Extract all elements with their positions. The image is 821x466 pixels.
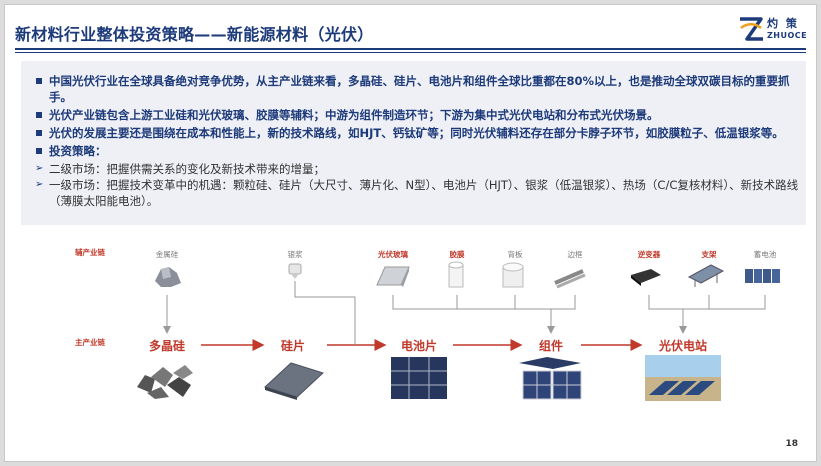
aux-item-metal-silicon: 金属硅 [155,250,179,259]
aux-item-bracket: 支架 [701,250,717,259]
bullet-item: 光伏产业链包含上游工业硅和光伏玻璃、胶膜等辅料；中游为组件制造环节；下游为集中式… [35,107,805,123]
power-station-image [645,355,721,401]
wafer-image [264,362,324,400]
bullet-item-strategy: 投资策略： [35,143,805,159]
aux-chain-label: 辅产业链 [75,248,105,257]
aux-item-frame: 边框 [567,250,583,259]
bullet-item: 中国光伏行业在全球具备绝对竞争优势，从主产业链来看，多晶硅、硅片、电池片和组件全… [35,73,805,105]
main-item-module: 组件 [538,339,563,353]
aux-item-inverter: 逆变器 [637,250,661,259]
bullet-list: 中国光伏行业在全球具备绝对竞争优势，从主产业链来看，多晶硅、硅片、电池片和组件全… [35,73,805,209]
industry-chain-diagram: 辅产业链 主产业链 金属硅 银浆 光伏玻璃 胶膜 背板 边框 逆变器 支架 蓄电… [5,237,816,417]
page-title: 新材料行业整体投资策略——新能源材料（光伏） [15,25,374,44]
sub-item-secondary-market: ➢ 二级市场：把握供需关系的变化及新技术带来的增量； [35,161,805,177]
silver-paste-image [288,263,302,279]
logo-mark-icon [740,17,763,41]
aux-item-film: 胶膜 [449,250,465,259]
aux-item-silver-paste: 银浆 [287,250,303,259]
chain-connectors [163,281,766,351]
sub-item-text: 一级市场：把握技术变革中的机遇：颗粒硅、硅片（大尺寸、薄片化、N型）、电池片（H… [49,178,799,208]
polysilicon-image [137,365,193,399]
frame-image [554,269,586,289]
slide: 新材料行业整体投资策略——新能源材料（光伏） 灼 策 ZHUOCE 中国光伏行业… [4,4,817,462]
chevron-right-icon: ➢ [35,163,44,174]
sub-item-primary-market: ➢ 一级市场：把握技术变革中的机遇：颗粒硅、硅片（大尺寸、薄片化、N型）、电池片… [35,177,805,209]
metal-silicon-image [155,267,181,287]
film-roll-image [448,261,464,288]
main-chain-label: 主产业链 [75,338,105,347]
main-item-cell: 电池片 [400,339,437,353]
aux-item-backsheet: 背板 [507,250,523,259]
main-item-power-station: 光伏电站 [658,339,707,353]
company-logo: 灼 策 ZHUOCE [737,15,811,47]
chevron-right-icon: ➢ [35,179,44,190]
sub-item-text: 二级市场：把握供需关系的变化及新技术带来的增量； [49,162,325,176]
solar-module-image [519,357,582,400]
backsheet-roll-image [502,262,524,288]
title-divider-thin [15,52,806,53]
battery-image [745,269,780,283]
pv-glass-image [376,266,410,287]
solar-cell-image [391,357,447,399]
summary-panel: 中国光伏行业在全球具备绝对竞争优势，从主产业链来看，多晶硅、硅片、电池片和组件全… [21,61,806,225]
logo-text-en: ZHUOCE [767,31,808,40]
main-item-polysilicon: 多晶硅 [148,339,185,353]
page-number: 18 [785,439,798,449]
bracket-image [687,264,725,287]
main-item-wafer: 硅片 [280,339,305,353]
aux-item-battery: 蓄电池 [753,250,777,259]
aux-item-pv-glass: 光伏玻璃 [378,250,408,259]
title-divider [15,48,806,50]
inverter-image [631,269,661,286]
logo-text-cn: 灼 策 [767,17,799,30]
bullet-item: 光伏的发展主要还是围绕在成本和性能上，新的技术路线，如HJT、钙钛矿等；同时光伏… [35,125,805,141]
